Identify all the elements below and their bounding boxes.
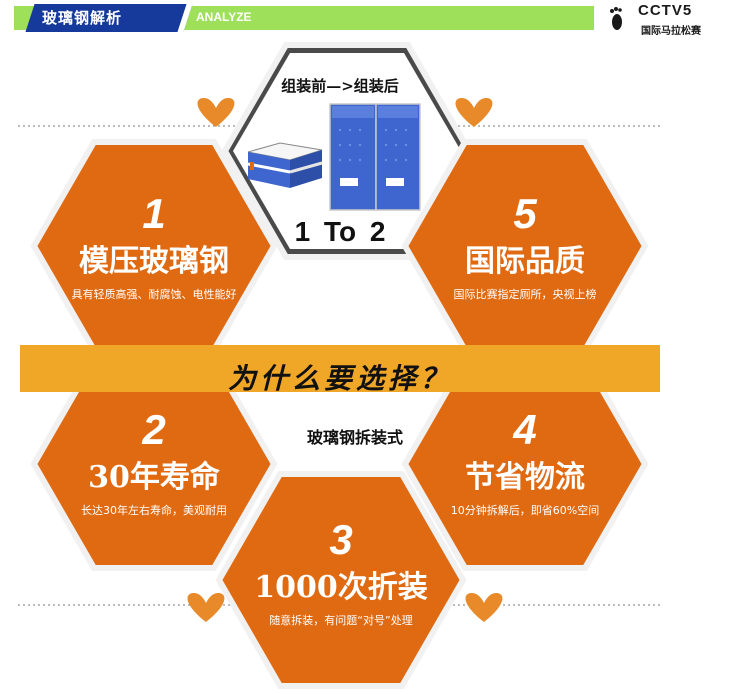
hex-3-desc: 随意拆装，有问题“对号”处理 bbox=[269, 614, 413, 627]
hex-2-desc: 长达30年左右寿命，美观耐用 bbox=[81, 504, 227, 517]
footprint-icon bbox=[610, 7, 622, 30]
heart-icon bbox=[465, 593, 503, 622]
banner-strip bbox=[20, 345, 660, 392]
cctv5-logo: CCTV5 bbox=[638, 2, 693, 19]
one-to-two-label: 1 To 2 bbox=[294, 216, 386, 247]
hex-4-title: 节省物流 bbox=[465, 460, 585, 495]
hex-5-title: 国际品质 bbox=[465, 244, 585, 279]
header-title: 玻璃钢解析 bbox=[42, 9, 123, 27]
heart-icon bbox=[187, 593, 225, 622]
hex-1-number: 1 bbox=[142, 190, 166, 237]
hexagon-3 bbox=[215, 471, 467, 689]
center-label: 玻璃钢拆装式 bbox=[306, 428, 403, 447]
banner-text: 为什么要选择？ bbox=[227, 362, 452, 395]
hex-5-number: 5 bbox=[513, 190, 537, 237]
hex-2-title: 30年寿命 bbox=[88, 460, 220, 495]
box-before-illustration bbox=[247, 142, 323, 188]
hex-4-number: 4 bbox=[513, 406, 537, 453]
heart-icon bbox=[197, 98, 235, 127]
hex-4-desc: 10分钟拆解后，即省60%空间 bbox=[450, 504, 600, 517]
cctv5-subtitle: 国际马拉松赛 bbox=[641, 26, 701, 37]
hex-3-title: 1000次折装 bbox=[254, 570, 428, 605]
cabin-after-illustration bbox=[329, 103, 421, 211]
top-caption: 组装前—>组装后 bbox=[281, 77, 399, 95]
hex-5-desc: 国际比赛指定厕所，央视上榜 bbox=[453, 288, 597, 301]
hex-1-desc: 具有轻质高强、耐腐蚀、电性能好 bbox=[71, 288, 237, 301]
header-tag: ANALYZE bbox=[196, 10, 252, 24]
hex-1-title: 模压玻璃钢 bbox=[79, 244, 229, 279]
hex-3-number: 3 bbox=[329, 516, 353, 563]
heart-icon bbox=[455, 98, 493, 127]
hex-2-number: 2 bbox=[142, 406, 166, 453]
